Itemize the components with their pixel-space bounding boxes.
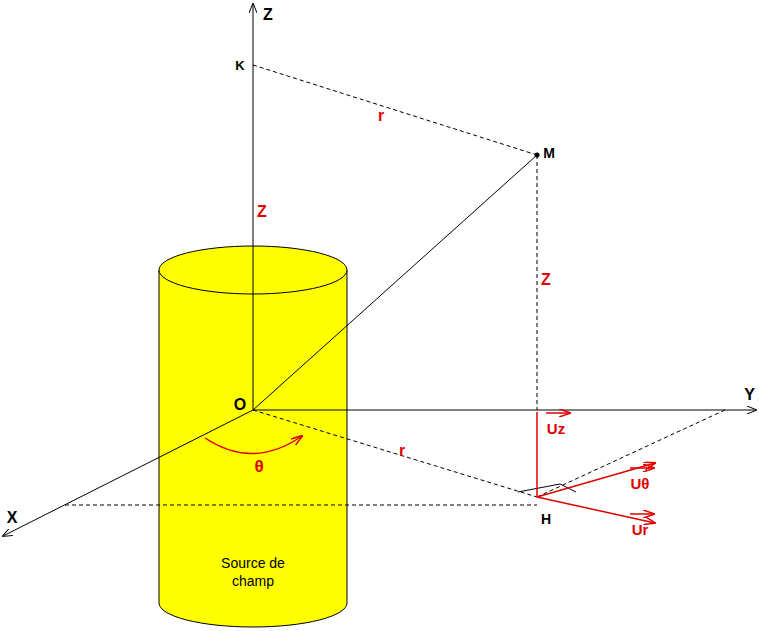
axis-label: X <box>6 509 19 527</box>
distance-label: r <box>398 442 406 460</box>
source-label: Source de champ <box>203 555 303 590</box>
point-label: M <box>542 145 556 161</box>
distance-label: r <box>377 107 385 125</box>
vector-label: Ur <box>631 521 650 538</box>
point-label: K <box>234 58 245 73</box>
origin-label: O <box>233 396 247 414</box>
angle-label: θ <box>253 457 264 476</box>
vector-label: Uθ <box>630 475 651 492</box>
height-label: Z <box>540 271 552 289</box>
axis-label: Z <box>262 6 274 24</box>
axis-label: Y <box>743 386 756 404</box>
height-label: Z <box>256 203 268 221</box>
point-label: H <box>540 511 552 527</box>
vector-label: Uz <box>546 420 566 437</box>
